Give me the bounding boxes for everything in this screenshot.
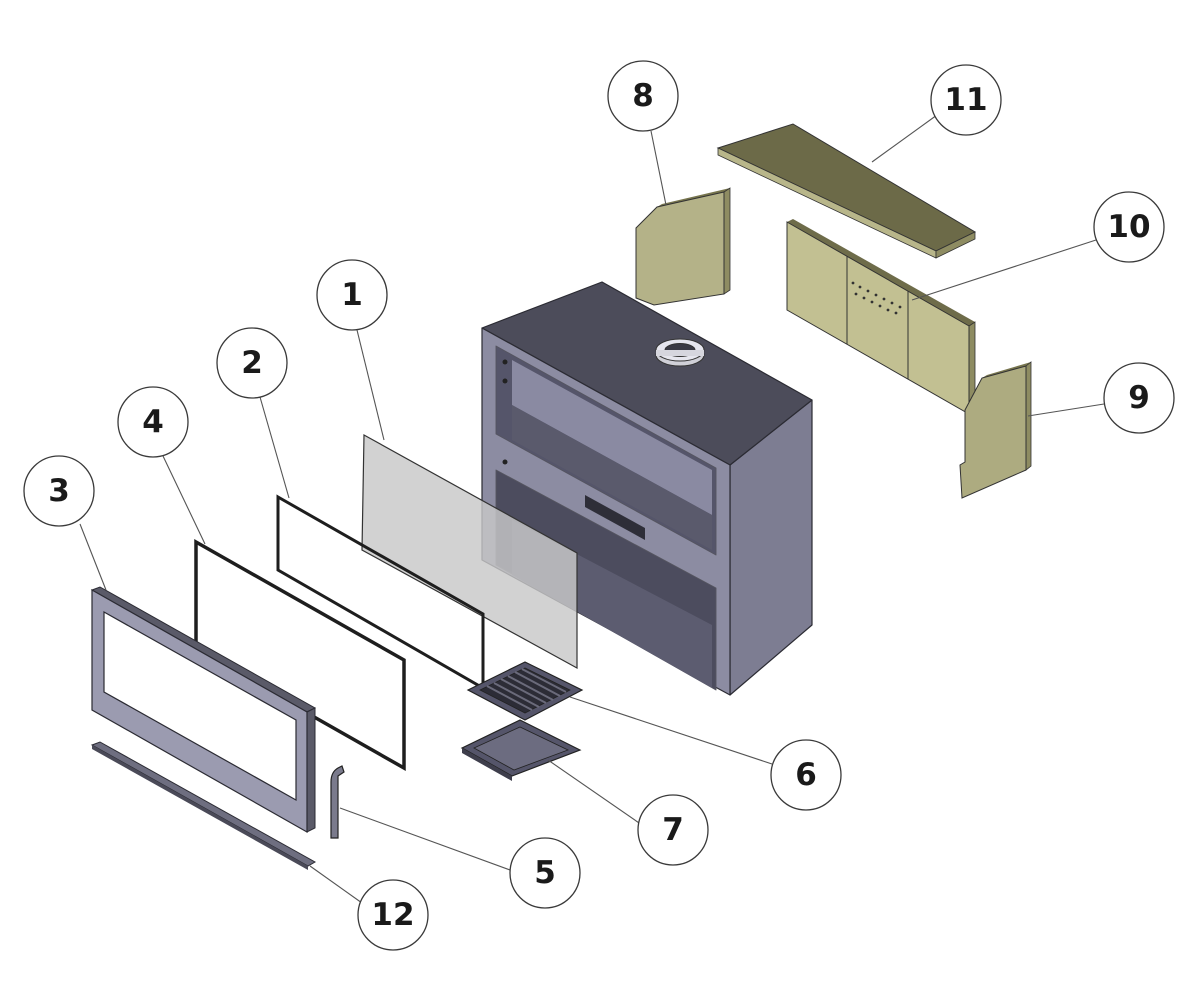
callout-2: 2 (216, 327, 288, 399)
leader-8 (650, 130, 667, 206)
callout-7-label: 7 (662, 812, 684, 848)
callout-2-label: 2 (241, 345, 263, 381)
callout-12: 12 (357, 879, 429, 951)
leader-7 (547, 759, 643, 826)
callout-11-label: 11 (944, 82, 987, 118)
leader-lines (79, 114, 1105, 904)
callout-9-label: 9 (1128, 380, 1150, 416)
left-brick-main (635, 191, 725, 306)
callout-6: 6 (770, 739, 842, 811)
firebox-back-wall (512, 360, 712, 515)
leader-10 (911, 239, 1097, 301)
leader-12 (309, 865, 363, 904)
stove-body (481, 281, 813, 696)
door-frame-window (103, 610, 297, 802)
hinge-pin-mid (502, 378, 508, 384)
callout-10: 10 (1093, 191, 1165, 263)
callout-1-label: 1 (341, 277, 363, 313)
callout-1: 1 (316, 259, 388, 331)
callout-8: 8 (607, 60, 679, 132)
right-brick-main (959, 365, 1027, 499)
right-brick-top-edge (982, 362, 1031, 378)
firebox-grate-slot (585, 495, 645, 540)
callout-5: 5 (509, 837, 581, 909)
callout-3: 3 (23, 455, 95, 527)
leader-4 (162, 455, 206, 545)
callouts: 1 2 3 4 5 6 7 8 (23, 60, 1175, 951)
leader-1 (356, 329, 385, 441)
hinge-pin-low (502, 459, 508, 465)
left-brick-top-edge (657, 188, 730, 207)
door-frame-side-edge (306, 707, 316, 833)
part-1-glass-panel (361, 433, 578, 670)
callout-12-label: 12 (371, 897, 414, 933)
part-9-right-side-brick (959, 361, 1032, 499)
ash-pan-inside (473, 726, 570, 771)
part-4-door-seal (194, 538, 406, 772)
callout-5-label: 5 (534, 855, 556, 891)
callout-6-label: 6 (795, 757, 817, 793)
callout-7: 7 (637, 794, 709, 866)
ash-pan-front (462, 748, 512, 781)
callout-8-label: 8 (632, 78, 654, 114)
callout-3-label: 3 (48, 473, 70, 509)
callout-11: 11 (930, 64, 1002, 136)
part-3-door-frame (90, 586, 317, 834)
leader-6 (569, 696, 773, 765)
leader-2 (259, 396, 290, 499)
left-brick-face (723, 187, 731, 295)
baffle-side (935, 231, 976, 259)
part-11-top-baffle (716, 123, 977, 259)
callout-9: 9 (1103, 362, 1175, 434)
back-brick-top (787, 219, 975, 326)
firebox-floor (512, 405, 712, 550)
leader-11 (871, 114, 938, 163)
callout-4: 4 (117, 386, 189, 458)
bottom-strip-edge (92, 745, 308, 870)
back-brick-air-holes (851, 281, 902, 315)
part-8-left-side-brick (635, 187, 731, 306)
callout-10-label: 10 (1107, 209, 1150, 245)
hinge-pin-top (502, 359, 508, 365)
leader-3 (79, 523, 107, 591)
part-7-ash-pan (460, 719, 582, 781)
baffle-top (716, 123, 977, 252)
part-5-door-handle (330, 765, 345, 839)
part-6-grate (466, 661, 584, 721)
leader-9 (1027, 403, 1105, 417)
leader-5 (339, 807, 511, 871)
callout-4-label: 4 (142, 404, 164, 440)
flue-collar (655, 338, 705, 367)
